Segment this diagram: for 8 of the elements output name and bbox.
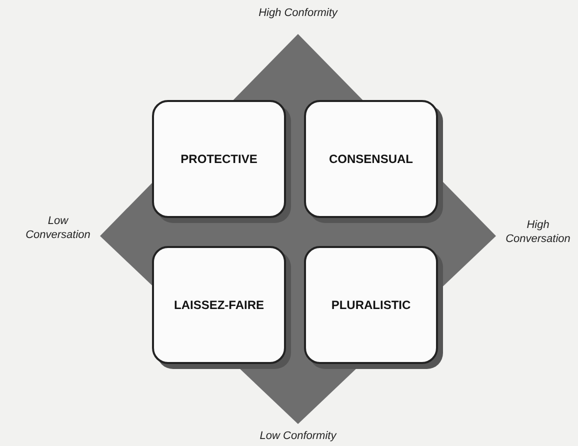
axis-label: Low Conversation: [24, 214, 92, 242]
quadrant-title: PROTECTIVE: [180, 152, 258, 166]
axis-label: High Conformity: [258, 6, 339, 20]
axis-label: High Conversation: [504, 218, 572, 246]
quadrant-title: CONSENSUAL: [328, 152, 413, 166]
axis-label: Low Conformity: [258, 429, 338, 443]
quadrant-title: PLURALISTIC: [331, 298, 411, 312]
quadrant-title: LAISSEZ-FAIRE: [174, 298, 264, 312]
